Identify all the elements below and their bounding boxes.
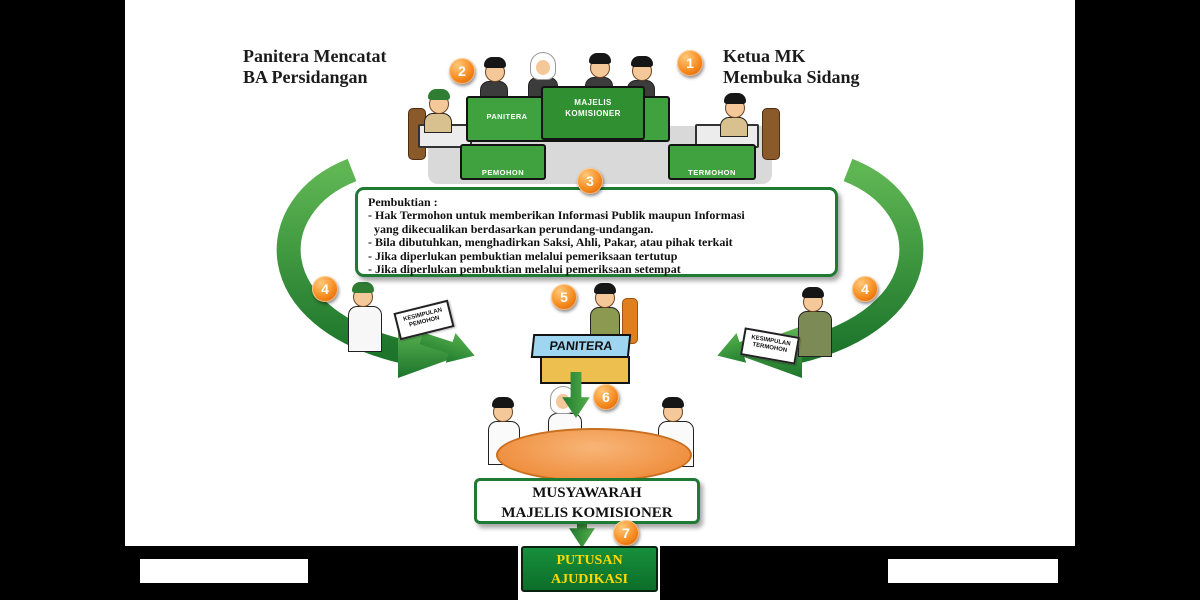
- peci-cap-icon: [631, 56, 653, 67]
- majelis-panel: MAJELIS KOMISIONER: [541, 86, 645, 140]
- termohon-label: TERMOHON: [688, 167, 736, 177]
- pembuktian-line: - Jika diperlukan pembuktian melalui pem…: [368, 248, 678, 263]
- peci-cap-icon: [484, 57, 506, 68]
- footer-placeholder-left: [140, 559, 308, 583]
- step-badge-4-left: 4: [312, 276, 338, 302]
- putusan-box: PUTUSAN AJUDIKASI: [521, 546, 658, 592]
- hair-icon: [802, 287, 824, 298]
- peci-cap-icon: [589, 53, 611, 64]
- heading-step2: Panitera Mencatat BA Persidangan: [243, 46, 458, 87]
- peci-cap-icon: [352, 282, 374, 293]
- peci-cap-icon: [492, 397, 514, 408]
- pembuktian-line: yang dikecualikan berdasarkan perundang-…: [368, 221, 654, 236]
- putusan-line2: AJUDIKASI: [550, 571, 628, 587]
- peci-cap-icon: [428, 89, 450, 100]
- step-badge-4-right: 4: [852, 276, 878, 302]
- figure-torso: [590, 307, 620, 335]
- figure-torso: [798, 311, 832, 357]
- musyawarah-line2: MAJELIS KOMISIONER: [501, 504, 673, 521]
- peci-cap-icon: [662, 397, 684, 408]
- pembuktian-text: Pembuktian : - Hak Termohon untuk member…: [358, 190, 835, 283]
- step-badge-3: 3: [577, 168, 603, 194]
- majelis-label-line1: MAJELIS: [574, 98, 612, 107]
- musyawarah-line1: MUSYAWARAH: [532, 485, 642, 501]
- pemohon-label: PEMOHON: [481, 167, 525, 177]
- termohon-desk: TERMOHON: [668, 144, 756, 180]
- pemohon-desk: PEMOHON: [460, 144, 546, 180]
- step-badge-5: 5: [551, 284, 577, 310]
- panitera-table: [540, 356, 630, 384]
- round-table: [496, 428, 692, 482]
- musyawarah-box: MUSYAWARAH MAJELIS KOMISIONER: [474, 478, 700, 524]
- peci-cap-icon: [724, 93, 746, 104]
- step-badge-1: 1: [677, 50, 703, 76]
- footer-placeholder-right: [888, 559, 1058, 583]
- pembuktian-line: - Hak Termohon untuk memberikan Informas…: [368, 208, 745, 223]
- bench-panitera-label: PANITERA: [486, 112, 528, 121]
- heading-step1-line2: Membuka Sidang: [723, 66, 860, 87]
- chair-right: [762, 108, 780, 160]
- step-badge-6: 6: [593, 384, 619, 410]
- pembuktian-box: Pembuktian : - Hak Termohon untuk member…: [355, 187, 838, 277]
- step-badge-2: 2: [449, 58, 475, 84]
- step-badge-7: 7: [613, 520, 639, 546]
- pembuktian-line: - Jika diperlukan pembuktian melalui pem…: [368, 262, 681, 277]
- heading-step1-line1: Ketua MK: [723, 46, 806, 66]
- curved-arrow-left-head: [398, 326, 470, 378]
- curved-arrow-right: [792, 158, 924, 364]
- pembuktian-title: Pembuktian :: [368, 195, 438, 209]
- heading-step2-line1: Panitera Mencatat: [243, 46, 387, 66]
- majelis-label-line2: KOMISIONER: [565, 109, 621, 118]
- putusan-line1: PUTUSAN: [556, 553, 623, 568]
- heading-step2-line2: BA Persidangan: [243, 66, 368, 87]
- hijab-icon: [530, 52, 556, 80]
- figure-torso: [348, 306, 382, 352]
- figure-torso: [720, 117, 748, 137]
- hair-icon: [594, 283, 616, 294]
- heading-step1: Ketua MK Membuka Sidang: [723, 46, 923, 87]
- pembuktian-line: - Bila dibutuhkan, menghadirkan Saksi, A…: [368, 235, 733, 250]
- figure-face: [536, 60, 550, 75]
- panitera-sign: PANITERA: [530, 334, 632, 358]
- figure-torso: [424, 113, 452, 133]
